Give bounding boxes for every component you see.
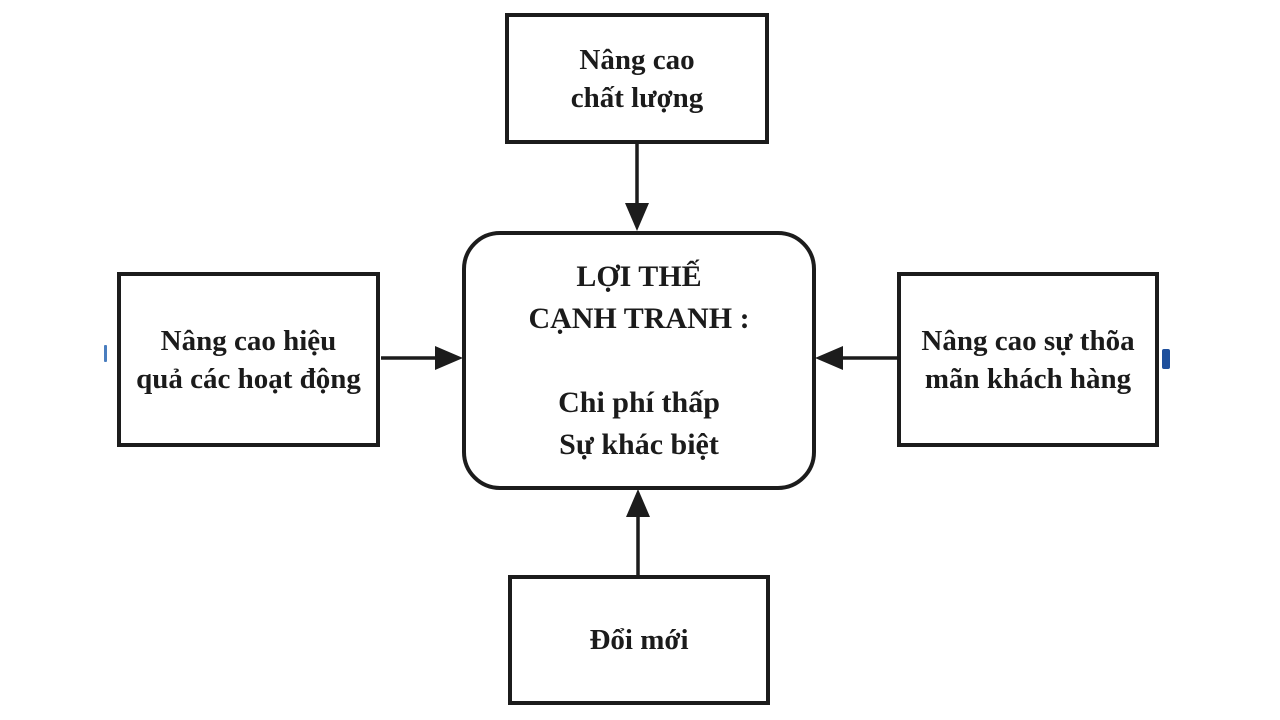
node-customer-satisfaction: Nâng cao sự thõa mãn khách hàng — [897, 272, 1159, 447]
arrow-left-icon — [815, 346, 897, 370]
node-improve-efficiency-line1: Nâng cao hiệu — [160, 324, 337, 357]
node-customer-satisfaction-line2: mãn khách hàng — [924, 362, 1132, 395]
node-competitive-advantage-title-line2: CẠNH TRANH : — [528, 301, 750, 335]
arrow-down-icon — [625, 143, 649, 231]
blue-tick-mark-right — [1162, 349, 1170, 369]
node-improve-efficiency-line2: quả các hoạt động — [136, 362, 361, 395]
node-competitive-advantage-item-low-cost: Chi phí thấp — [558, 385, 720, 419]
node-innovation: Đổi mới — [508, 575, 770, 705]
node-competitive-advantage: LỢI THẾ CẠNH TRANH : Chi phí thấp Sự khá… — [462, 231, 816, 490]
node-improve-quality-line2: chất lượng — [570, 81, 704, 114]
node-improve-quality: Nâng cao chất lượng — [505, 13, 769, 144]
node-innovation-line1: Đổi mới — [589, 624, 689, 656]
blue-tick-mark-left — [104, 345, 107, 362]
node-competitive-advantage-item-differentiation: Sự khác biệt — [559, 427, 719, 461]
node-improve-quality-line1: Nâng cao — [579, 43, 695, 76]
arrow-up-icon — [626, 489, 650, 577]
node-customer-satisfaction-line1: Nâng cao sự thõa — [921, 324, 1135, 357]
node-competitive-advantage-title-line1: LỢI THẾ — [576, 259, 702, 293]
node-improve-efficiency: Nâng cao hiệu quả các hoạt động — [117, 272, 380, 447]
arrow-right-icon — [381, 346, 463, 370]
